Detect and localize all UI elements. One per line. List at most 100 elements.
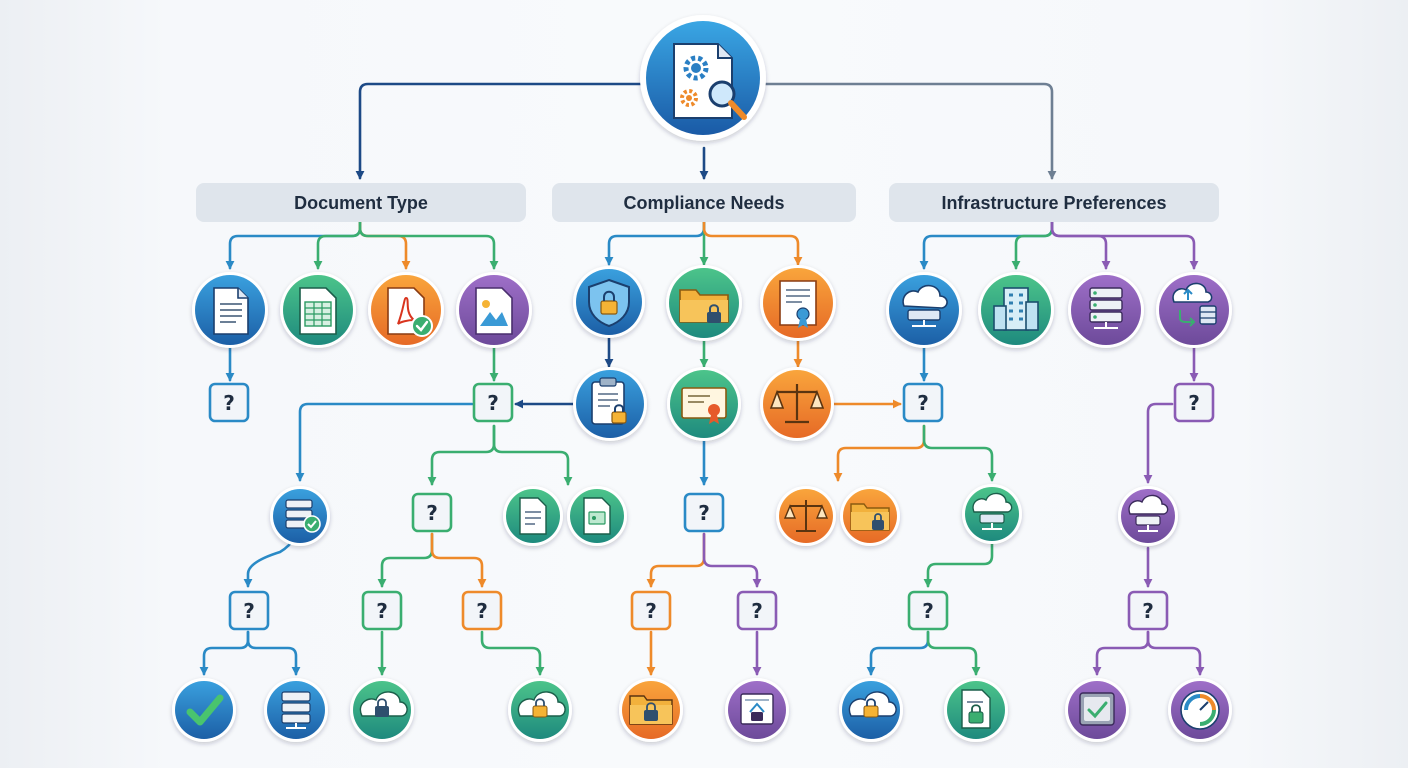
vault-check-icon xyxy=(1079,692,1115,726)
connector-infra-hybrid xyxy=(1050,220,1199,270)
category-infrastructure-preferences[interactable]: Infrastructure Preferences xyxy=(889,183,1219,222)
node-image-file[interactable] xyxy=(456,272,532,348)
svg-text:?: ? xyxy=(917,391,929,415)
node-legal-scales[interactable] xyxy=(760,367,834,441)
question-box-cloud-server[interactable]: ? xyxy=(907,590,949,631)
question-box-compliance-purple[interactable]: ? xyxy=(736,590,778,631)
connector-infra-cloud xyxy=(919,220,1054,270)
checkmark-icon xyxy=(186,694,224,726)
node-policy-document[interactable] xyxy=(573,367,647,441)
category-document-type[interactable]: Document Type xyxy=(196,183,526,222)
category-label-document-type: Document Type xyxy=(294,193,428,213)
node-records[interactable] xyxy=(666,265,742,341)
question-box-green-lower[interactable]: ? xyxy=(361,590,403,631)
node-secure-folder[interactable] xyxy=(840,486,900,546)
node-pdf[interactable] xyxy=(368,272,444,348)
leaf-gauge[interactable] xyxy=(1168,678,1232,742)
node-dedicated-server[interactable] xyxy=(1068,272,1144,348)
question-box-orange-lower[interactable]: ? xyxy=(461,590,503,631)
node-hybrid-cloud-server[interactable] xyxy=(1118,486,1178,546)
document-lock-icon xyxy=(961,689,991,729)
scales-of-justice-icon xyxy=(769,384,825,424)
leaf-vault[interactable] xyxy=(1065,678,1129,742)
image-file-icon xyxy=(475,287,513,335)
node-document-data[interactable] xyxy=(567,486,627,546)
server-rack-icon xyxy=(281,691,311,729)
node-cloud-hosting[interactable] xyxy=(886,272,962,348)
svg-text:?: ? xyxy=(1188,391,1200,415)
connector-compliance-certification xyxy=(702,220,803,266)
connector-q-question-orange xyxy=(430,532,487,588)
leaf-folder-lock[interactable] xyxy=(619,678,683,742)
folder-lock-icon xyxy=(629,695,673,725)
node-document-text[interactable] xyxy=(503,486,563,546)
server-check-icon xyxy=(285,499,321,533)
question-box-hybrid-cloud[interactable]: ? xyxy=(1127,590,1169,631)
svg-text:?: ? xyxy=(243,599,255,623)
spreadsheet-icon xyxy=(299,287,337,335)
node-cloud-server[interactable] xyxy=(962,484,1022,544)
question-box-compliance-orange[interactable]: ? xyxy=(630,590,672,631)
document-text-icon xyxy=(519,497,547,535)
root-node[interactable] xyxy=(640,15,766,141)
connector-q-purple-question xyxy=(702,532,762,588)
connector-q-locked-doc xyxy=(926,630,981,676)
node-security[interactable] xyxy=(573,266,645,338)
connector-compliance-security xyxy=(604,220,706,266)
question-boxes: ? ? ? ? ? ? ? ? xyxy=(208,382,1215,631)
svg-text:?: ? xyxy=(487,391,499,415)
svg-text:?: ? xyxy=(751,599,763,623)
connectors xyxy=(199,82,1205,676)
cloud-lock-icon xyxy=(517,691,566,718)
leaf-locked-document[interactable] xyxy=(944,678,1008,742)
connector-cloud-server-question xyxy=(923,542,994,588)
node-certificate[interactable] xyxy=(667,367,741,441)
connector-q4-cloud xyxy=(1143,402,1174,484)
connector-doctype-spreadsheet xyxy=(313,220,362,270)
leaf-cloud-lock-2[interactable] xyxy=(508,678,572,742)
node-hybrid-cloud[interactable] xyxy=(1156,272,1232,348)
gauge-icon xyxy=(1180,690,1220,730)
leaf-approved[interactable] xyxy=(172,678,236,742)
certificate-icon xyxy=(779,280,817,328)
connector-q-server xyxy=(246,630,301,676)
question-box-legal[interactable]: ? xyxy=(902,382,944,423)
category-compliance-needs[interactable]: Compliance Needs xyxy=(552,183,856,222)
connector-q-cloud-lock-2 xyxy=(480,630,545,676)
document-gear-search-icon xyxy=(673,43,747,120)
node-text-document[interactable] xyxy=(192,272,268,348)
svg-text:?: ? xyxy=(476,599,488,623)
connector-infra-onprem xyxy=(1011,220,1054,270)
scales-icon xyxy=(783,500,829,532)
node-spreadsheet[interactable] xyxy=(280,272,356,348)
connector-q3-legal-folder xyxy=(833,424,926,482)
svg-text:?: ? xyxy=(645,599,657,623)
question-box-text-doc[interactable]: ? xyxy=(208,382,250,423)
question-box-image-doc[interactable]: ? xyxy=(472,382,514,423)
question-box-certificate[interactable]: ? xyxy=(683,492,725,533)
node-server-verified[interactable] xyxy=(270,486,330,546)
connector-q-cloud-lock-3 xyxy=(866,630,930,676)
question-box-server-check[interactable]: ? xyxy=(228,590,270,631)
connector-q3-cloud-server xyxy=(922,424,997,482)
svg-text:?: ? xyxy=(223,391,235,415)
cloud-server-icon xyxy=(1128,494,1169,532)
leaf-cloud-lock-3[interactable] xyxy=(839,678,903,742)
svg-text:?: ? xyxy=(922,599,934,623)
leaf-secure-archive[interactable] xyxy=(725,678,789,742)
hybrid-cloud-sync-icon xyxy=(1172,282,1217,327)
connector-q-question-green xyxy=(377,532,434,588)
pdf-check-icon xyxy=(387,287,433,337)
leaf-cloud-lock-1[interactable] xyxy=(350,678,414,742)
node-on-premises[interactable] xyxy=(978,272,1054,348)
connector-q2-docs xyxy=(492,424,573,486)
question-box-hybrid[interactable]: ? xyxy=(1173,382,1215,423)
connector-doctype-pdf xyxy=(358,220,411,270)
category-label-compliance-needs: Compliance Needs xyxy=(623,193,784,213)
node-certification[interactable] xyxy=(760,265,836,341)
node-legal-review[interactable] xyxy=(776,486,836,546)
leaf-server[interactable] xyxy=(264,678,328,742)
question-box-format[interactable]: ? xyxy=(411,492,453,533)
connector-doctype-text xyxy=(225,220,362,270)
text-document-icon xyxy=(213,287,249,335)
